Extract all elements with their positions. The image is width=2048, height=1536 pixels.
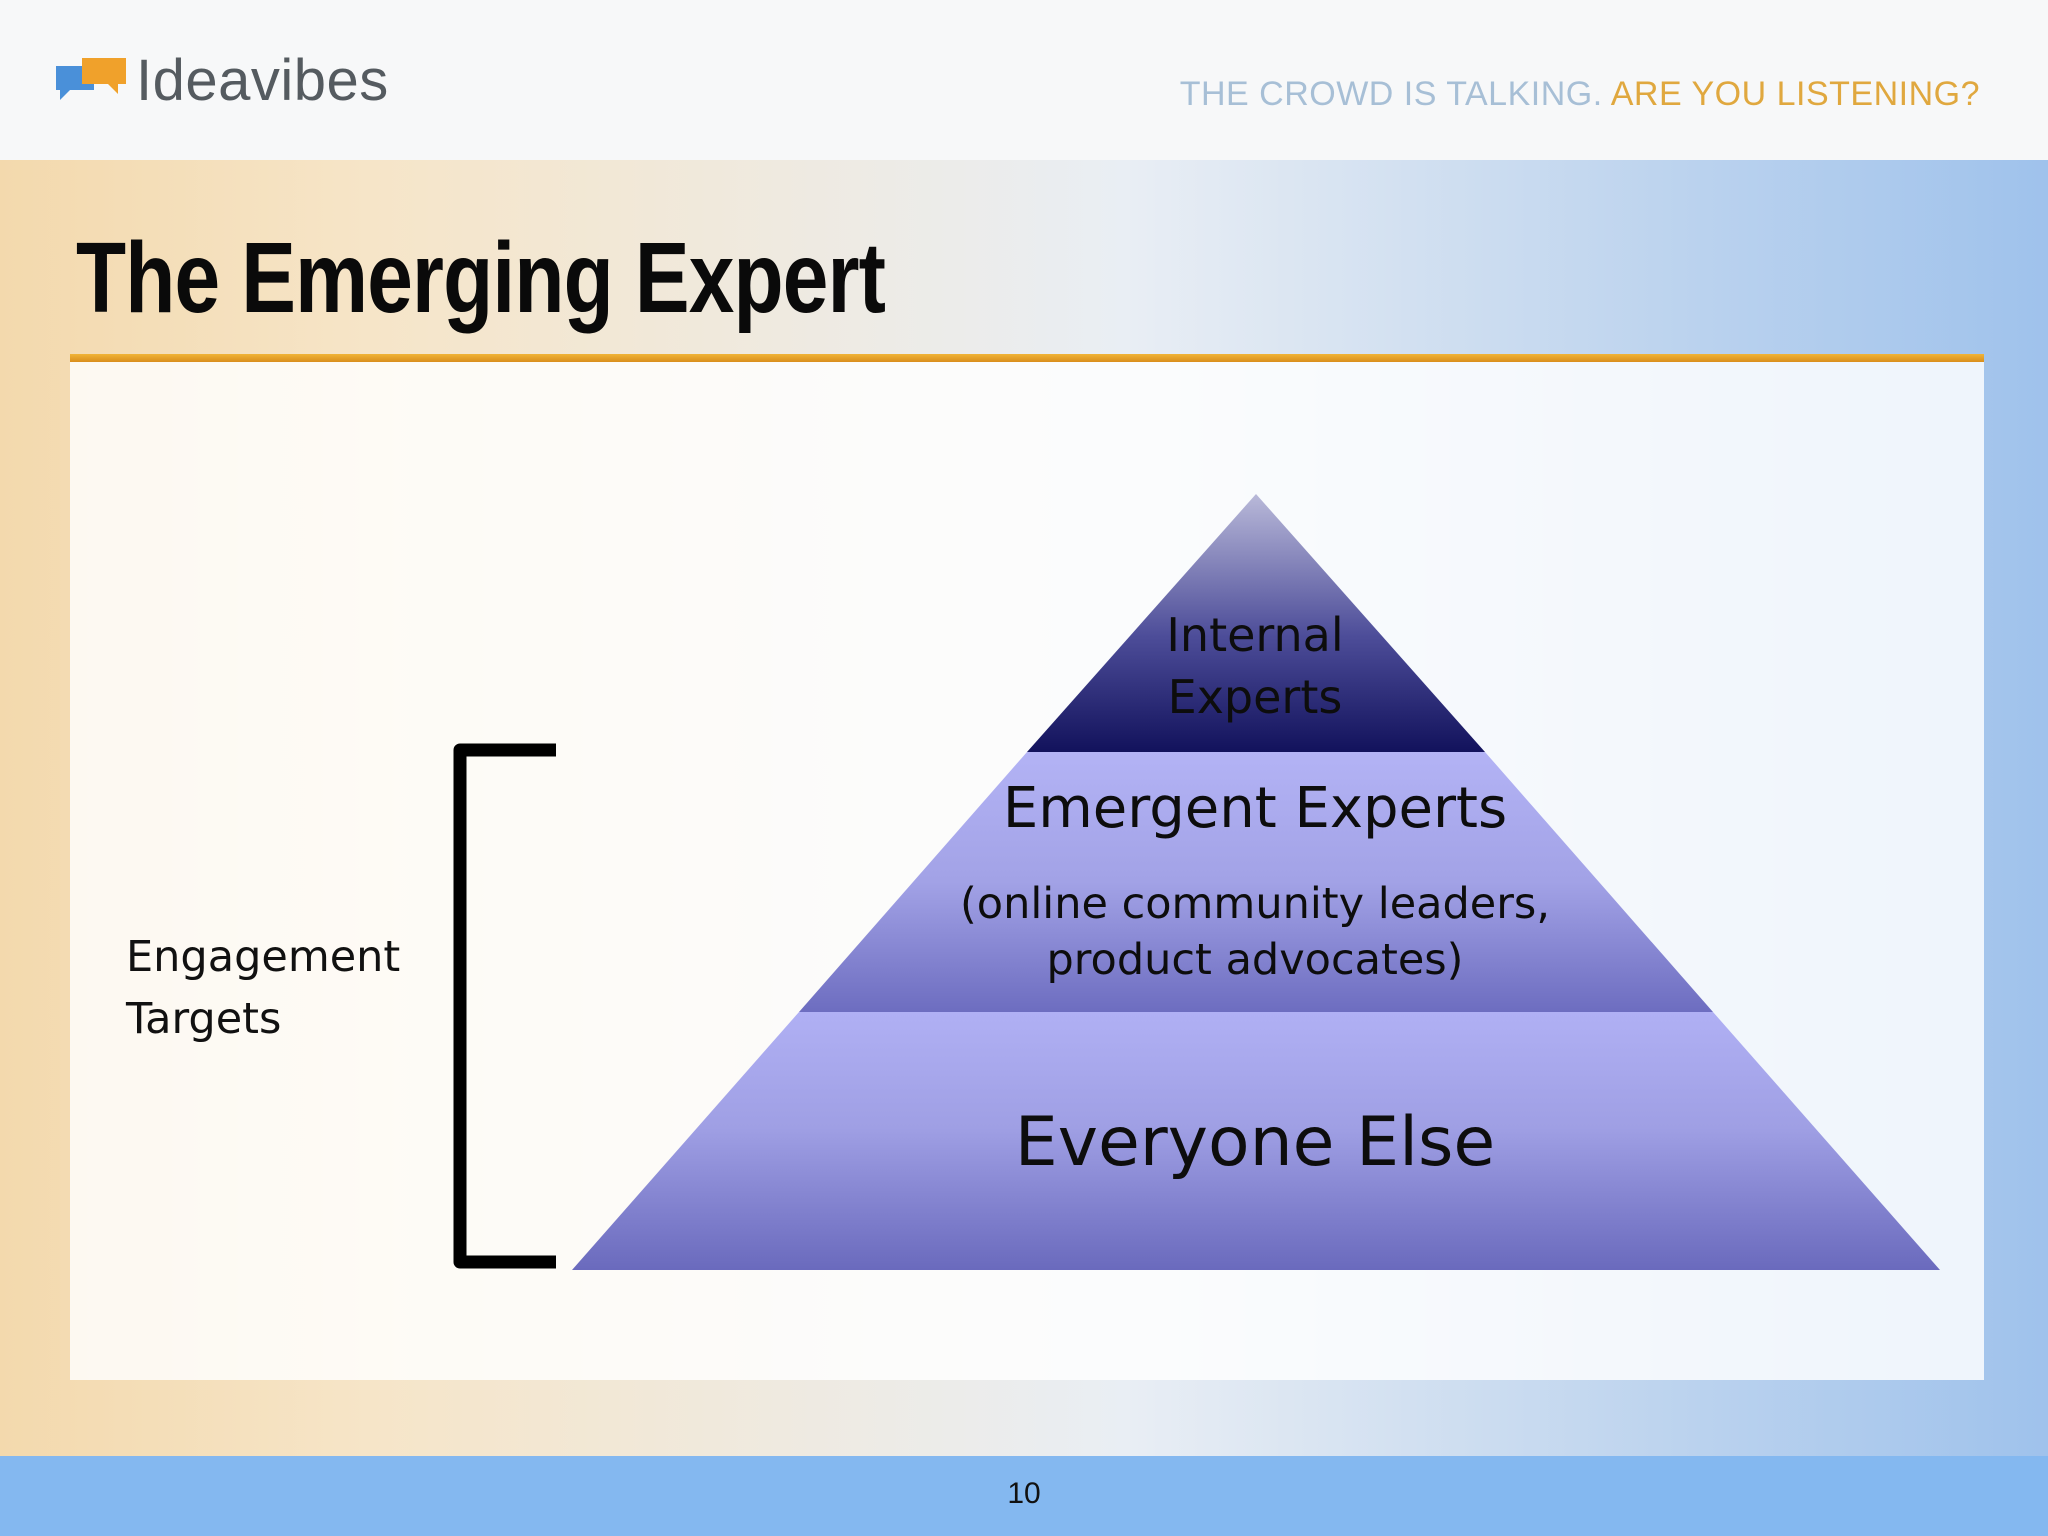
slide-title: The Emerging Expert xyxy=(76,222,886,334)
tier-sublabel-line2: product advocates) xyxy=(1046,935,1464,985)
tier-label-emergent-experts: Emergent Experts xyxy=(1002,776,1508,841)
tagline-part1: THE CROWD IS TALKING. xyxy=(1179,75,1603,113)
tier-sublabel-line1: (online community leaders, xyxy=(959,879,1550,929)
speech-bubbles-icon xyxy=(56,58,126,100)
pyramid-tier-emergent xyxy=(799,752,1713,1012)
brand-name: Ideavibes xyxy=(136,48,389,113)
pyramid-tier-internal xyxy=(1027,494,1485,752)
footer-bar xyxy=(0,1456,2048,1536)
tier-label-internal-line1: Internal xyxy=(1166,608,1344,662)
engagement-label-line2: Targets xyxy=(126,994,282,1044)
header-bar: Ideavibes THE CROWD IS TALKING. ARE YOU … xyxy=(0,0,2048,160)
title-underline xyxy=(70,354,1984,362)
tagline-part2: ARE YOU LISTENING? xyxy=(1610,75,1980,113)
engagement-targets-label: Engagement Targets xyxy=(126,926,446,1050)
tagline: THE CROWD IS TALKING. ARE YOU LISTENING? xyxy=(1180,74,1980,114)
tier-label-internal-line2: Experts xyxy=(1167,670,1343,724)
tier-sublabel-emergent: (online community leaders, product advoc… xyxy=(900,876,1610,988)
pyramid-tier-everyone xyxy=(572,1012,1940,1270)
engagement-label-line1: Engagement xyxy=(126,932,401,982)
tier-label-everyone-else: Everyone Else xyxy=(1014,1103,1496,1182)
page-number: 10 xyxy=(1007,1477,1041,1510)
tier-label-internal-experts: Internal Experts xyxy=(1115,604,1395,728)
engagement-bracket xyxy=(453,743,556,1269)
